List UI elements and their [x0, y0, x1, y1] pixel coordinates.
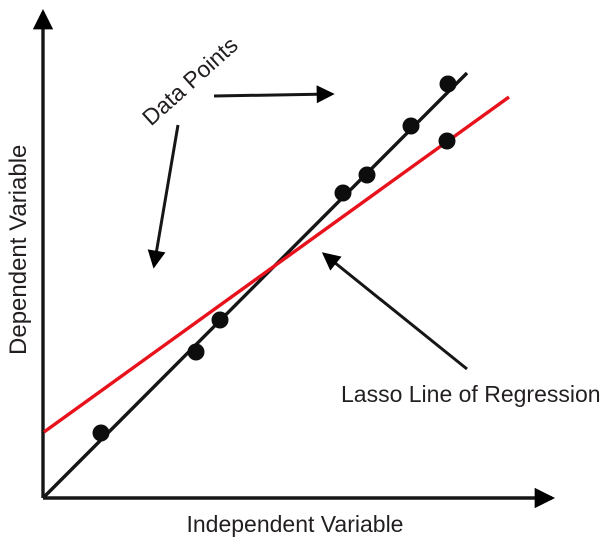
lasso-regression-line: [43, 95, 510, 434]
data-point: [211, 311, 229, 329]
data-point: [402, 117, 420, 135]
y-axis-label: Dependent Variable: [5, 144, 33, 355]
data-points-arrow-down: [147, 124, 180, 269]
data-point: [334, 184, 352, 202]
data-point: [439, 75, 457, 93]
lasso-line-label: Lasso Line of Regression: [341, 381, 601, 407]
data-point: [438, 132, 456, 150]
data-points-arrow-right: [213, 85, 335, 104]
data-point: [92, 424, 110, 442]
data-trend-line: [41, 71, 469, 500]
data-point: [187, 343, 205, 361]
lasso-line-arrow: [321, 252, 468, 371]
data-point: [358, 166, 376, 184]
x-axis-label: Independent Variable: [186, 511, 404, 537]
